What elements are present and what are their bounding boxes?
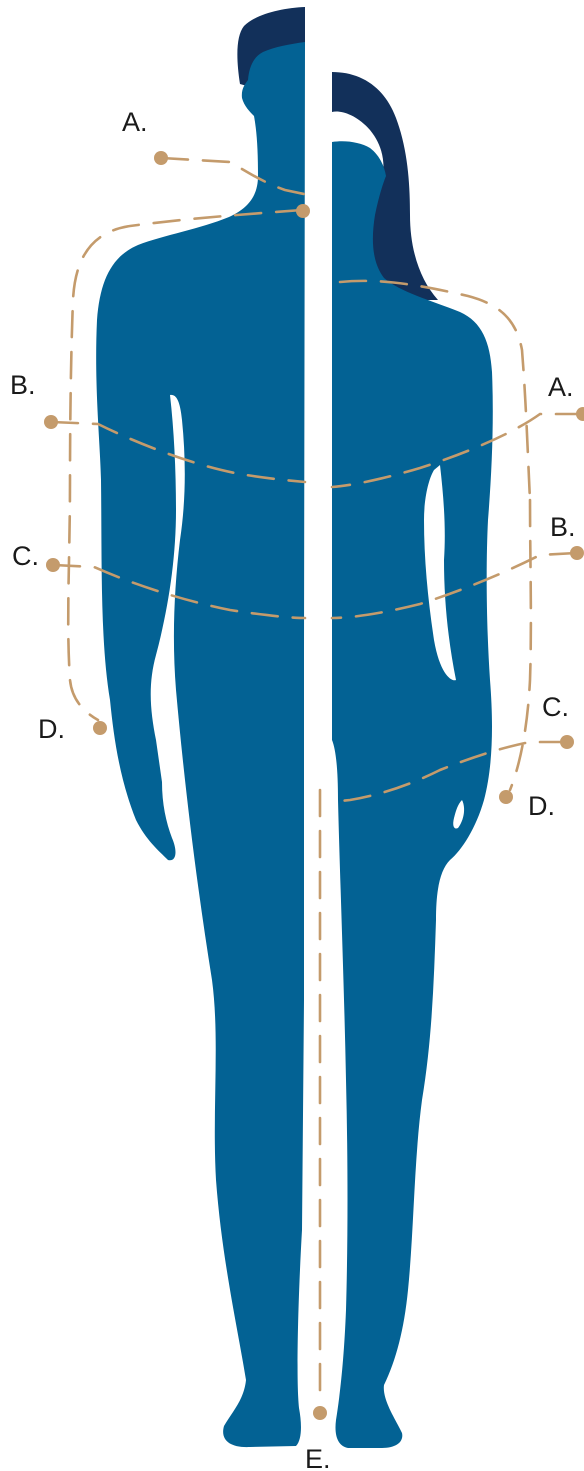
female-label-c: C.	[542, 692, 569, 722]
male-body	[96, 42, 305, 1447]
male-label-c: C.	[12, 541, 39, 571]
male-point-b	[44, 415, 58, 429]
female-point-d	[499, 790, 513, 804]
male-figure	[96, 7, 305, 1447]
female-point-c	[560, 735, 574, 749]
female-label-a: A.	[548, 372, 574, 402]
female-point-a	[576, 407, 584, 421]
male-label-d: D.	[38, 714, 65, 744]
male-label-b: B.	[10, 370, 36, 400]
inseam-label-e: E.	[305, 1444, 331, 1471]
male-point-a	[154, 151, 168, 165]
female-label-b: B.	[550, 512, 576, 542]
center-divider	[305, 0, 332, 1471]
male-point-d	[93, 721, 107, 735]
female-label-d: D.	[528, 791, 555, 821]
male-point-c	[46, 558, 60, 572]
male-point-shoulder	[296, 204, 310, 218]
female-body	[332, 141, 493, 1448]
inseam-point-e	[313, 1406, 327, 1420]
male-label-a: A.	[122, 107, 148, 137]
female-point-b	[570, 546, 584, 560]
